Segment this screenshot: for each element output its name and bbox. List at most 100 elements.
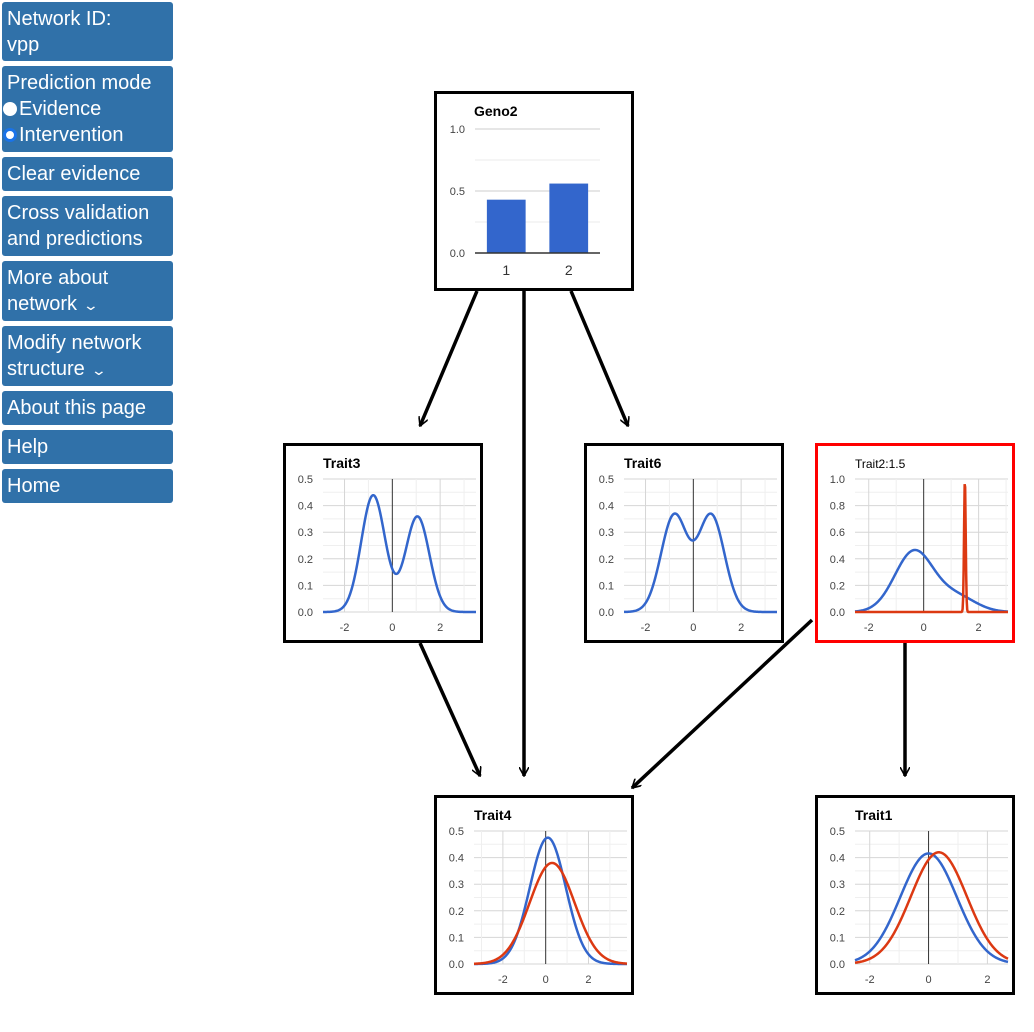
y-tick-label: 0.8 [830,501,845,513]
prediction-mode-panel: Prediction mode Evidence Intervention [2,66,173,152]
y-tick-label: 0.5 [830,826,845,838]
x-tick-label: 2 [984,974,990,986]
modify-label-1: Modify network [7,332,142,354]
y-tick-label: 0.3 [298,527,313,539]
y-tick-label: 0.5 [298,474,313,486]
x-tick-label: -2 [498,974,508,986]
radio-evidence[interactable]: Evidence [3,96,168,122]
y-tick-label: 0.3 [830,879,845,891]
radio-intervention[interactable]: Intervention [3,122,168,148]
y-tick-label: 0.0 [298,607,313,619]
x-tick-label: 0 [543,974,549,986]
y-tick-label: 0.4 [298,501,313,513]
x-tick-label: -2 [340,622,350,634]
series-prior-line [854,548,1009,613]
radio-intervention-label: Intervention [19,124,124,146]
y-tick-label: 0.0 [450,248,465,260]
y-tick-label: 0.2 [449,906,464,918]
y-tick-label: 0.4 [830,554,845,566]
series-prior-line [623,512,777,614]
x-tick-label: -2 [864,622,874,634]
help-button[interactable]: Help [2,430,173,464]
about-page-button[interactable]: About this page [2,391,173,425]
home-label: Home [7,475,61,497]
x-tick-label: 2 [976,622,982,634]
y-tick-label: 0.2 [599,554,614,566]
x-tick-label: 0 [389,622,395,634]
y-tick-label: 1.0 [830,474,845,486]
radio-evidence-label: Evidence [19,98,102,120]
chart-title: Geno2 [474,103,518,119]
x-tick-label: -2 [641,622,651,634]
chart-title: Trait4 [474,807,512,823]
y-tick-label: 0.0 [830,607,845,619]
series-posterior-line [854,851,1009,964]
bar-1 [486,199,526,253]
clear-evidence-label: Clear evidence [7,163,141,185]
edge-trait3-trait4 [418,642,480,776]
series-prior-line [854,852,1009,964]
y-tick-label: 0.2 [298,554,313,566]
y-tick-label: 0.3 [599,527,614,539]
modify-label-2: structure [7,358,85,380]
y-tick-label: 0.6 [830,527,845,539]
y-tick-label: 0.5 [599,474,614,486]
x-tick-label: 1 [502,262,510,278]
y-tick-label: 0.4 [449,853,464,865]
series-prior-line [323,493,476,614]
series-posterior-line [473,861,628,966]
x-tick-label: 2 [565,262,573,278]
edge-trait2-trait4 [632,618,814,790]
edge-geno2-trait6 [569,290,628,426]
x-tick-label: 2 [585,974,591,986]
cross-validation-button[interactable]: Cross validation and predictions [2,196,173,256]
y-tick-label: 0.0 [830,959,845,971]
radio-intervention-circle[interactable] [3,128,17,142]
chart-title: Trait6 [624,455,662,471]
y-tick-label: 0.5 [449,826,464,838]
x-tick-label: 2 [437,622,443,634]
y-tick-label: 0.2 [830,580,845,592]
about-label: About this page [7,397,146,419]
cross-validation-label-2: and predictions [7,228,143,250]
y-tick-label: 0.5 [450,186,465,198]
clear-evidence-button[interactable]: Clear evidence [2,157,173,191]
network-id-panel: Network ID: vpp [2,2,173,61]
edge-geno2-trait3 [420,290,479,426]
y-tick-label: 0.1 [830,932,845,944]
x-tick-label: 0 [690,622,696,634]
cross-validation-label-1: Cross validation [7,202,150,224]
y-tick-label: 0.2 [830,906,845,918]
chevron-down-icon: ⌄ [82,297,100,313]
modify-structure-button[interactable]: Modify network structure ⌄ [2,326,173,386]
y-tick-label: 0.3 [449,879,464,891]
chevron-down-icon: ⌄ [90,362,107,378]
series-prior-line [474,836,627,966]
y-tick-label: 0.1 [298,580,313,592]
chart-title: Trait1 [855,807,893,823]
bar-2 [549,183,589,253]
chart-title: Trait2:1.5 [855,457,906,471]
more-about-network-button[interactable]: More about network⌄ [2,261,173,321]
home-button[interactable]: Home [2,469,173,503]
radio-evidence-circle[interactable] [3,102,17,116]
more-about-label-2: network [7,293,78,315]
network-id-label: Network ID: [7,8,112,30]
y-tick-label: 0.0 [449,959,464,971]
more-about-label-1: More about [7,267,109,289]
prediction-mode-label: Prediction mode [7,72,152,94]
y-tick-label: 0.4 [599,501,614,513]
x-tick-label: 2 [738,622,744,634]
